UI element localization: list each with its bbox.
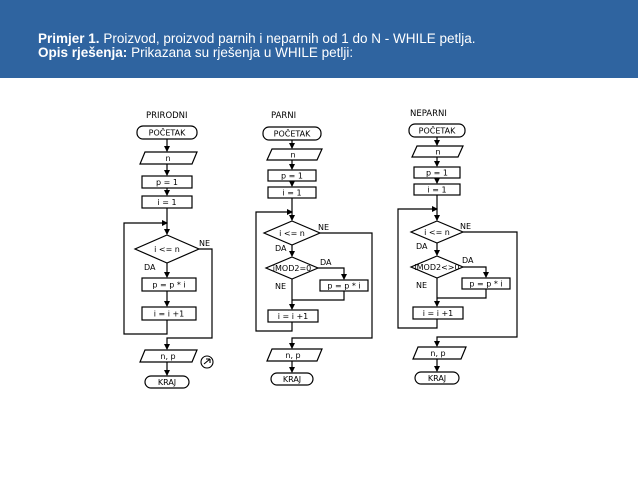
increment-label: i = i +1 <box>154 310 185 319</box>
title-banner: Primjer 1. Proizvod, proizvod parnih i n… <box>0 0 638 78</box>
flowchart-prirodni: PRIRODNI POČETAK n p = 1 i = 1 i <= n DA… <box>123 111 214 389</box>
merge-line <box>437 289 487 299</box>
condition-label: i <= n <box>424 228 450 237</box>
input-parallelogram <box>411 145 464 158</box>
arrow <box>318 267 347 280</box>
solution-description: Prikazana su rješenja u WHILE petlji: <box>131 45 354 60</box>
input-parallelogram <box>266 148 323 161</box>
solution-label: Opis rješenja: <box>38 45 128 60</box>
yes-label: DA <box>144 263 156 272</box>
body-label: p = p * i <box>469 280 502 289</box>
no-label: NE <box>199 239 210 248</box>
init-i-label: i = 1 <box>282 189 301 198</box>
input-label: n <box>165 154 170 163</box>
flowchart-title: NEPARNI <box>410 109 447 119</box>
flowchart-parni: PARNI POČETAK n p = 1 i = 1 i <= n DA NE… <box>255 111 373 386</box>
init-p-label: p = 1 <box>281 172 303 181</box>
refresh-icon <box>200 355 214 369</box>
process-box <box>141 277 197 292</box>
end-terminal <box>144 375 190 389</box>
process-box <box>267 309 319 323</box>
body-label: p = p * i <box>327 282 360 291</box>
input-label: n <box>435 148 440 157</box>
body-label: p = p * i <box>152 281 185 290</box>
loop-back-line <box>397 206 438 329</box>
start-label: POČETAK <box>419 125 457 136</box>
output-parallelogram <box>266 348 323 362</box>
start-label: POČETAK <box>274 128 312 139</box>
condition-label: i <= n <box>279 229 305 238</box>
input-label: n <box>290 151 295 160</box>
output-label: n, p <box>285 351 300 360</box>
loop-back-line <box>255 209 293 332</box>
exit-line <box>164 248 213 350</box>
increment-label: i = i +1 <box>423 309 454 318</box>
example-title: Proizvod, proizvod parnih i neparnih od … <box>103 31 476 46</box>
end-label: KRAJ <box>428 374 446 383</box>
end-terminal <box>414 371 460 385</box>
process-box <box>412 306 464 320</box>
inner-no-label: NE <box>275 282 286 291</box>
inner-condition-label: iMOD2<>0 <box>414 263 459 272</box>
output-label: n, p <box>160 352 175 361</box>
increment-label: i = i +1 <box>278 312 309 321</box>
init-p-label: p = 1 <box>156 178 178 187</box>
condition-label: i <= n <box>154 245 180 254</box>
inner-yes-label: DA <box>320 258 332 267</box>
process-box <box>141 306 197 321</box>
exit-line <box>289 232 373 349</box>
arrow <box>463 266 489 278</box>
init-p-label: p = 1 <box>426 169 448 178</box>
input-parallelogram <box>139 151 198 165</box>
yes-label: DA <box>275 244 287 253</box>
end-label: KRAJ <box>158 378 176 387</box>
flowchart-title: PARNI <box>271 111 296 121</box>
subtitle-line: Opis rješenja: Prikazana su rješenja u W… <box>38 45 353 61</box>
loop-back-line <box>123 220 168 335</box>
example-label: Primjer 1. <box>38 31 100 46</box>
start-label: POČETAK <box>149 127 187 138</box>
output-parallelogram <box>139 349 198 363</box>
end-label: KRAJ <box>283 375 301 384</box>
init-i-label: i = 1 <box>157 198 176 207</box>
title-line: Primjer 1. Proizvod, proizvod parnih i n… <box>38 31 476 47</box>
init-i-label: i = 1 <box>427 186 446 195</box>
output-label: n, p <box>430 349 445 358</box>
inner-yes-label: DA <box>462 256 474 265</box>
end-terminal <box>270 372 314 386</box>
no-label: NE <box>318 223 329 232</box>
inner-no-label: NE <box>416 281 427 290</box>
flowchart-neparni: NEPARNI POČETAK n p = 1 i = 1 i <= n DA … <box>397 109 518 385</box>
flowchart-title: PRIRODNI <box>146 111 188 121</box>
inner-condition-label: iMOD2=0 <box>273 264 311 273</box>
merge-line <box>292 291 345 301</box>
no-label: NE <box>460 222 471 231</box>
exit-line <box>434 231 518 347</box>
yes-label: DA <box>416 242 428 251</box>
output-parallelogram <box>412 346 467 360</box>
